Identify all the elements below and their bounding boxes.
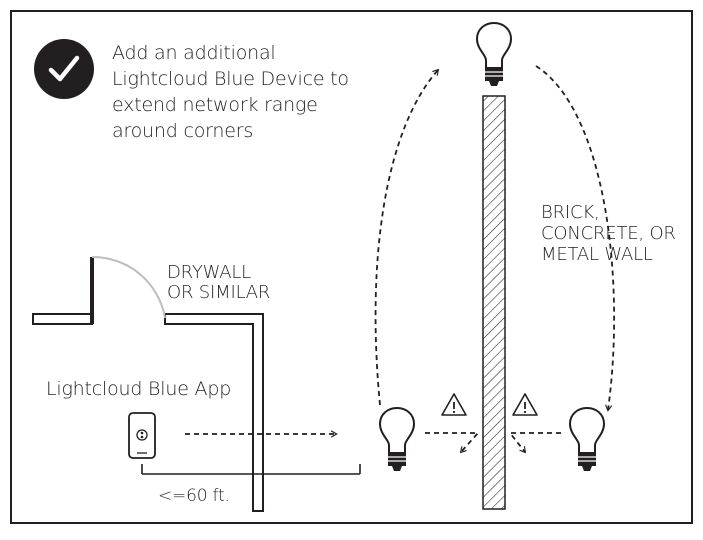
light-bulb-icon-left bbox=[379, 407, 415, 472]
wall-material-line: METAL WALL bbox=[541, 244, 653, 265]
tip-line: extend network range bbox=[112, 94, 318, 116]
brick-wall bbox=[482, 95, 506, 510]
tip-text: Add an additional Lightcloud Blue Device… bbox=[112, 40, 349, 144]
checkmark-circle-icon bbox=[34, 39, 94, 99]
wall-material-line: CONCRETE, OR bbox=[541, 223, 676, 244]
distance-bracket bbox=[141, 464, 361, 475]
light-bulb-icon-top bbox=[476, 22, 512, 87]
app-label: Lightcloud Blue App bbox=[46, 378, 232, 400]
blocked-arrow-right bbox=[508, 432, 561, 452]
blocked-arrow-left bbox=[425, 432, 481, 452]
tip-line: around corners bbox=[112, 120, 254, 142]
drywall-room bbox=[32, 255, 264, 512]
drywall-line: OR SIMILAR bbox=[167, 282, 271, 303]
distance-label: <=60 ft. bbox=[158, 486, 230, 506]
smartphone-icon bbox=[128, 412, 156, 459]
signal-arrow-left-to-top bbox=[374, 70, 438, 406]
warning-triangle-icon-right bbox=[512, 393, 538, 416]
wall-material-label: BRICK, CONCRETE, OR METAL WALL bbox=[541, 202, 676, 265]
signal-arrow-top-to-right bbox=[535, 65, 615, 410]
light-bulb-icon-right bbox=[569, 407, 605, 472]
drywall-label: DRYWALL OR SIMILAR bbox=[167, 263, 270, 303]
wall-material-line: BRICK, bbox=[541, 202, 600, 223]
tip-line: Lightcloud Blue Device to bbox=[112, 68, 349, 90]
diagram-border bbox=[10, 10, 693, 524]
drywall-line: DRYWALL bbox=[167, 262, 251, 283]
warning-triangle-icon-left bbox=[441, 393, 467, 416]
tip-line: Add an additional bbox=[112, 42, 276, 64]
